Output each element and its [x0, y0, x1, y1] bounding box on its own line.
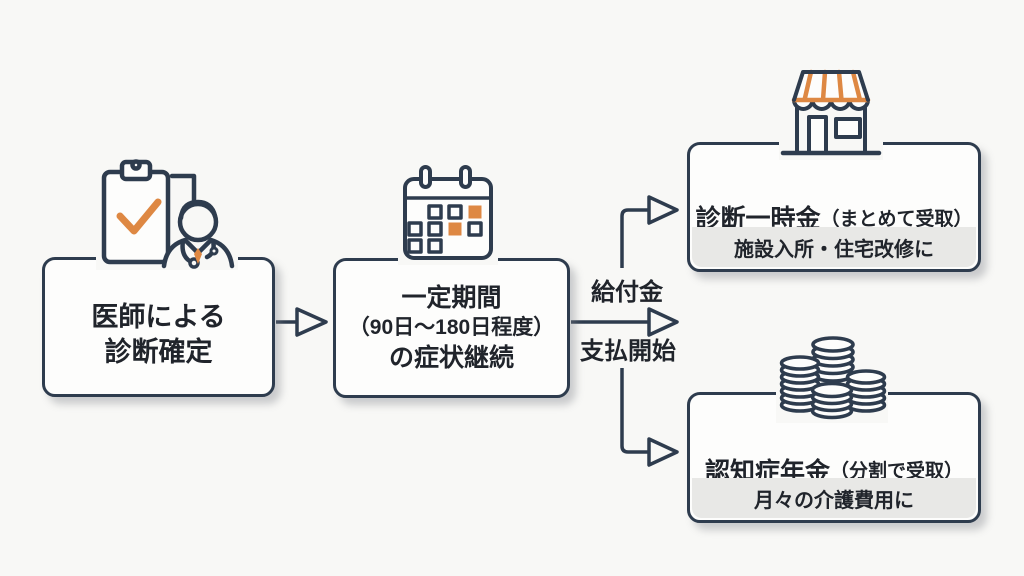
payout-label-top: 給付金 — [591, 279, 663, 306]
lump-sum-usage-band: 施設入所・住宅改修に — [692, 227, 976, 267]
payout-label-bottom: 支払開始 — [580, 338, 676, 365]
pension-usage-text: 月々の介護費用に — [754, 489, 914, 512]
lump-sum-usage-text: 施設入所・住宅改修に — [734, 238, 934, 261]
step-duration-box: 一定期間 （90日〜180日程度） の症状継続 — [333, 258, 570, 398]
arrow-branch-bottom — [620, 368, 679, 467]
step-duration-line2: （90日〜180日程度） — [348, 316, 555, 339]
step-duration-line1: 一定期間 — [401, 284, 502, 312]
pension-box: 認知症年金（分割で受取） 月々の介護費用に — [687, 392, 981, 523]
arrow-step1-to-step2 — [276, 307, 328, 337]
storefront-icon — [779, 64, 883, 160]
clipboard-doctor-icon — [96, 156, 238, 270]
coins-icon — [776, 321, 888, 423]
step-duration-line3: の症状継続 — [388, 344, 514, 372]
step-diagnosis-box: 医師による 診断確定 — [42, 257, 275, 397]
lump-sum-title-note: （まとめて受取） — [820, 208, 973, 230]
arrow-payout-main — [571, 307, 679, 337]
step-diagnosis-line2: 診断確定 — [104, 337, 213, 367]
lump-sum-box: 診断一時金（まとめて受取） 施設入所・住宅改修に — [687, 142, 981, 272]
pension-usage-band: 月々の介護費用に — [692, 478, 976, 518]
calendar-icon — [398, 163, 498, 265]
step-diagnosis-line1: 医師による — [91, 302, 226, 332]
pension-title-note: （分割で受取） — [830, 461, 964, 482]
arrow-branch-top — [620, 195, 679, 268]
